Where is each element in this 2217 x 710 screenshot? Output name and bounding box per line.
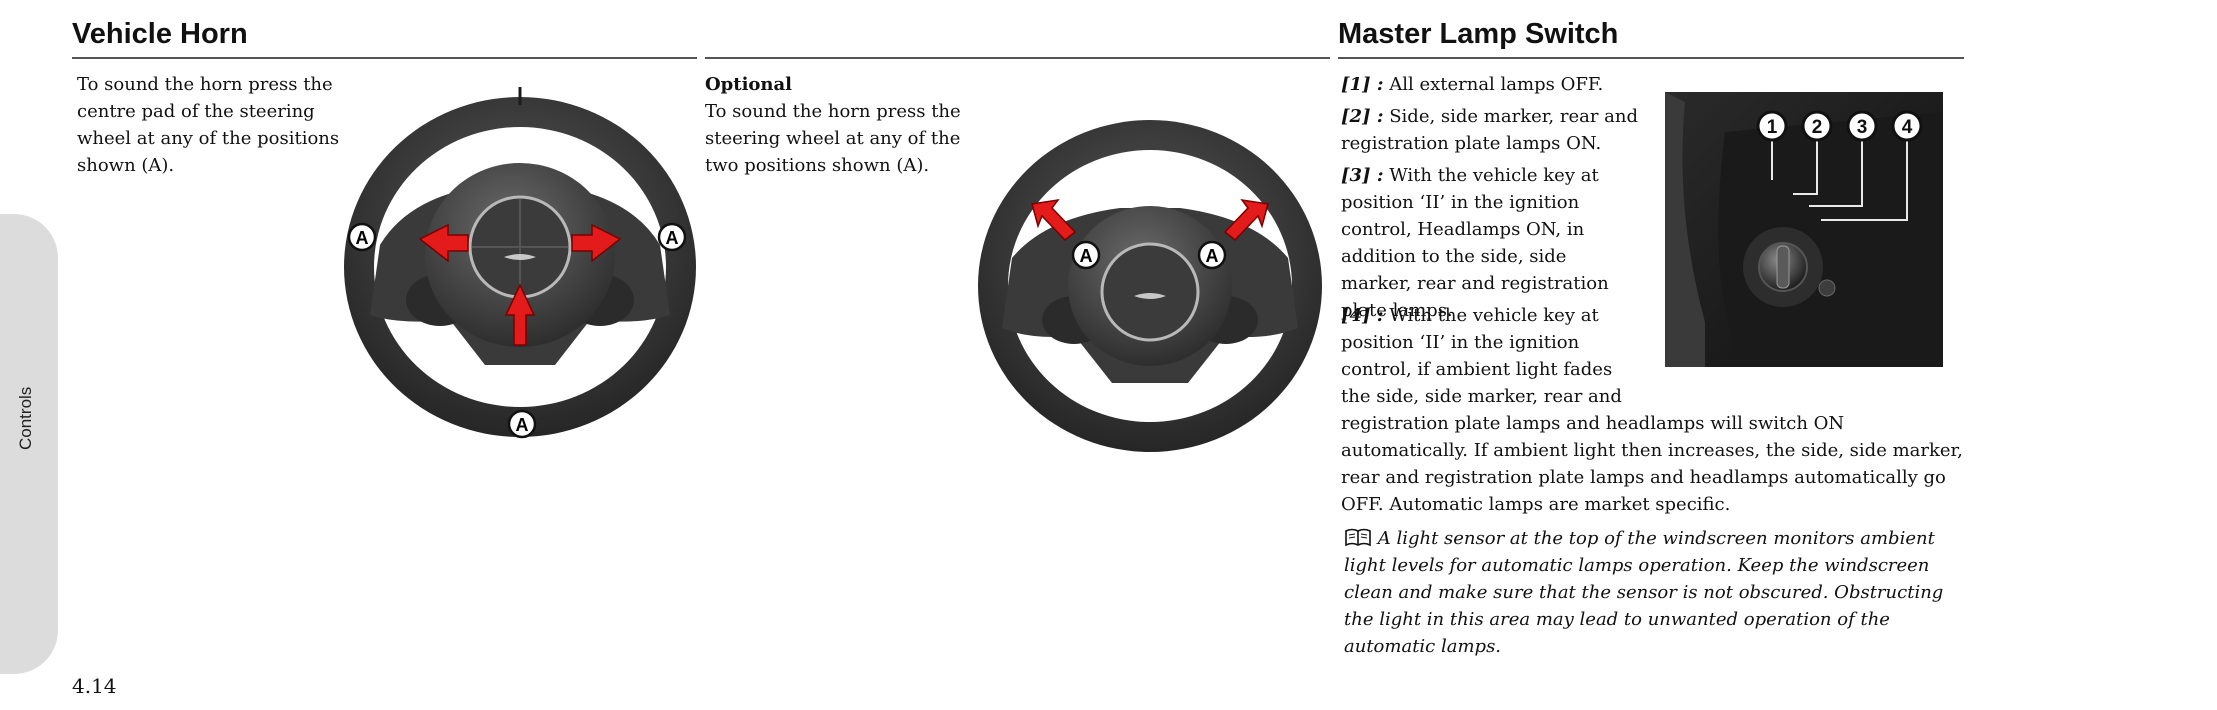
optional-heading: Optional xyxy=(705,74,793,95)
lamp-item-1-label: [1] : xyxy=(1341,74,1384,95)
lamp-item-4-label: [4] : xyxy=(1341,305,1384,326)
lamp-item-3: [3] : With the vehicle key at position ‘… xyxy=(1341,162,1641,324)
vehicle-horn-body: To sound the horn press the centre pad o… xyxy=(77,74,340,176)
svg-text:4: 4 xyxy=(1902,117,1913,138)
lamp-item-2: [2] : Side, side marker, rear and regist… xyxy=(1341,103,1641,157)
steering-wheel-image-optional: A A xyxy=(978,120,1322,452)
lamp-item-1-text: All external lamps OFF. xyxy=(1389,74,1604,95)
master-lamp-switch-heading: Master Lamp Switch xyxy=(1338,18,1619,50)
svg-text:2: 2 xyxy=(1812,117,1823,138)
svg-text:A: A xyxy=(666,228,679,248)
svg-text:3: 3 xyxy=(1857,117,1868,138)
side-tab xyxy=(0,214,58,674)
callout-a-right: A xyxy=(657,222,687,252)
lamp-item-3-text: With the vehicle key at position ‘II’ in… xyxy=(1341,165,1609,321)
lamp-item-4: [4] : With the vehicle key at position ‘… xyxy=(1341,302,1971,518)
lamp-item-2-text: Side, side marker, rear and registration… xyxy=(1341,106,1638,154)
switch-position-callouts: 1 2 3 4 xyxy=(1756,110,1923,142)
page-number: 4.14 xyxy=(72,674,117,698)
heading-rule-left xyxy=(72,57,697,59)
callout-a-right: A xyxy=(1197,240,1227,270)
lamp-switch-image: 1 2 3 4 xyxy=(1665,92,1943,367)
side-tab-label: Controls xyxy=(16,386,35,450)
svg-text:1: 1 xyxy=(1767,117,1778,138)
heading-rule-right xyxy=(1338,57,1964,59)
optional-body: To sound the horn press the steering whe… xyxy=(705,101,961,176)
svg-text:A: A xyxy=(516,415,529,435)
heading-rule-middle xyxy=(705,57,1330,59)
lamp-item-3-label: [3] : xyxy=(1341,165,1384,186)
callout-a-left: A xyxy=(347,222,377,252)
svg-text:A: A xyxy=(1206,246,1219,266)
lamp-item-2-label: [2] : xyxy=(1341,106,1384,127)
callout-a-left: A xyxy=(1071,240,1101,270)
svg-text:A: A xyxy=(1080,246,1093,266)
vehicle-horn-heading: Vehicle Horn xyxy=(72,18,248,50)
svg-text:A: A xyxy=(356,228,369,248)
note-text: A light sensor at the top of the windscr… xyxy=(1344,528,1944,657)
steering-wheel-image-standard: A A A xyxy=(344,87,696,439)
lamp-item-4-text: With the vehicle key at position ‘II’ in… xyxy=(1341,305,1963,515)
note-paragraph: A light sensor at the top of the windscr… xyxy=(1344,525,1969,660)
callout-a-bottom: A xyxy=(507,409,537,439)
lamp-item-1: [1] : All external lamps OFF. xyxy=(1341,71,1641,98)
book-icon xyxy=(1345,528,1371,547)
optional-section: Optional To sound the horn press the ste… xyxy=(705,71,975,179)
